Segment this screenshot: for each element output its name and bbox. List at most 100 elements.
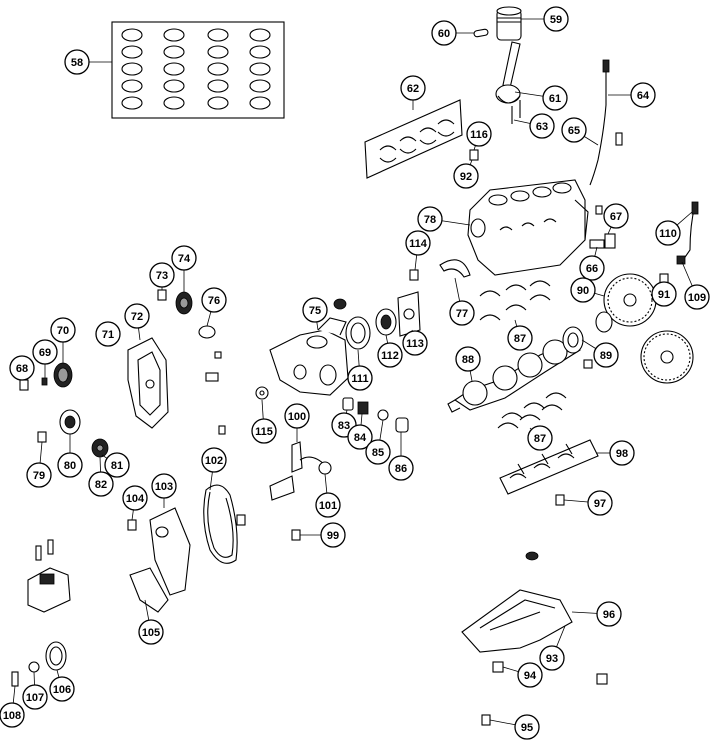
callout-86: 86 [388,455,414,481]
callout-96: 96 [596,601,622,627]
callout-label: 111 [351,373,368,385]
callout-74: 74 [171,245,197,271]
oil-pan [461,551,573,653]
piston-ring [121,62,143,76]
callout-label: 66 [586,263,598,275]
leader-line-75 [316,321,319,331]
callout-circle [405,230,431,256]
piston-ring [249,45,271,59]
callout-93: 93 [539,645,565,671]
leader-line-102 [209,471,213,491]
callout-110: 110 [655,220,681,246]
leader-line-105 [144,599,150,621]
callout-label: 98 [616,448,628,460]
callout-label: 76 [208,295,220,307]
leader-line-108 [12,685,16,704]
piston-ring [163,62,185,76]
front-seal-and-gear [345,291,421,350]
leader-line-87a [514,319,518,327]
callout-63: 63 [529,113,555,139]
callout-79: 79 [26,462,52,488]
callout-label: 87 [534,433,546,445]
washer-115 [218,386,269,435]
callout-label: 114 [409,238,428,250]
callout-circle [347,365,373,391]
callout-label: 72 [131,311,143,323]
leader-line-85 [379,419,384,441]
callout-label: 60 [438,28,450,40]
callout-label: 95 [521,722,533,734]
callout-label: 83 [338,420,350,432]
callout-label: 103 [155,481,173,493]
callout-100: 100 [284,403,310,429]
callout-87b: 87 [527,425,553,451]
piston-ring [121,79,143,93]
engine-mount-bracket [27,539,71,613]
callout-label: 65 [568,125,580,137]
piston-ring [249,79,271,93]
callout-114: 114 [405,230,431,256]
callout-circle [431,20,457,46]
piston-ring [207,79,229,93]
leader-line-67 [607,226,612,235]
callout-label: 102 [205,455,223,467]
piston-ring [249,96,271,110]
callout-102: 102 [201,447,227,473]
callout-104: 104 [122,485,148,511]
callout-76: 76 [201,287,227,313]
leader-line-90 [594,292,605,297]
callout-106: 106 [49,676,75,702]
callout-107: 107 [22,684,48,710]
callout-60: 60 [431,20,457,46]
callout-65: 65 [561,117,587,143]
leader-line-92 [469,159,473,165]
callout-label: 105 [142,627,160,639]
callout-label: 109 [688,292,706,304]
callout-label: 70 [57,325,69,337]
callout-78: 78 [417,206,443,232]
callout-label: 86 [395,463,407,475]
callout-61: 61 [542,85,568,111]
callout-98: 98 [609,440,635,466]
callout-62: 62 [400,75,426,101]
callout-67: 67 [603,203,629,229]
callout-circle [449,300,475,326]
callout-label: 63 [536,121,548,133]
callout-59: 59 [543,6,569,32]
callout-label: 90 [577,285,589,297]
callout-108: 108 [0,702,25,728]
callout-label: 115 [255,426,273,438]
leader-line-101 [324,473,328,494]
leader-line-104 [131,509,134,521]
relief-valve-parts [342,397,409,433]
callout-label: 96 [603,609,615,621]
leader-line-66 [594,246,598,257]
callout-label: 92 [460,171,472,183]
oil-pump-housing [269,298,349,396]
callout-label: 87 [514,333,526,345]
callout-circle [315,492,341,518]
callout-circle [579,255,605,281]
leader-line-95 [489,719,516,726]
callout-circle [587,490,613,516]
leader-line-114 [414,254,418,271]
leader-line-94 [502,666,519,672]
water-pump-cover [127,337,169,429]
callout-label: 84 [354,432,367,444]
leader-line-97 [563,499,589,503]
piston-ring [207,28,229,42]
callout-84: 84 [347,424,373,450]
callout-label: 80 [64,460,76,472]
callout-95: 95 [514,714,540,740]
callout-label: 69 [39,347,51,359]
callout-circle [570,277,596,303]
leader-line-84 [360,413,363,426]
callout-circle [0,702,25,728]
callout-label: 81 [111,460,123,472]
leader-line-61 [514,91,544,97]
callout-58: 58 [64,49,90,75]
callout-70: 70 [50,317,76,343]
leader-line-107 [33,671,35,686]
piston-ring [163,45,185,59]
callout-label: 101 [319,500,337,512]
